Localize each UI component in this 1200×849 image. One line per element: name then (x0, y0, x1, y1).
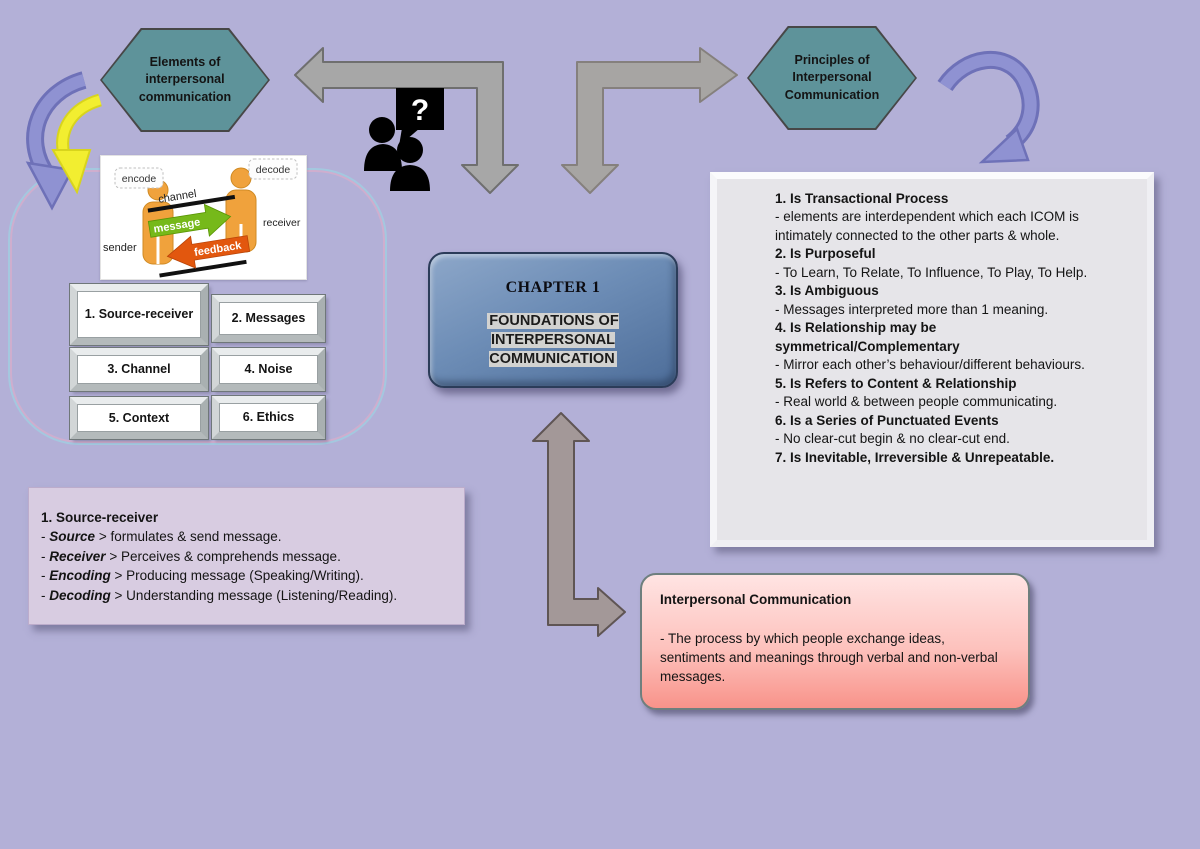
decode-label: decode (248, 158, 298, 180)
source-line: - Source > formulates & send message. (41, 529, 282, 545)
hexagon-principles: Principles of Interpersonal Communicatio… (747, 26, 917, 130)
receiver-label: receiver (263, 217, 301, 229)
encode-label: encode (114, 167, 164, 189)
element-box-label: 6. Ethics (242, 410, 295, 425)
element-box-channel: 3. Channel (69, 347, 209, 392)
principle-item: 4. Is Relationship may be symmetrical/Co… (775, 320, 1085, 373)
hexagon-elements-label: Elements of interpersonal communication (102, 30, 268, 130)
decoding-line: - Decoding > Understanding message (List… (41, 587, 398, 603)
element-box-label: 3. Channel (107, 362, 171, 377)
element-box-source-receiver: 1. Source-receiver (69, 283, 209, 346)
definition-body: - The process by which people exchange i… (660, 631, 998, 685)
definition-box: Interpersonal Communication - The proces… (640, 573, 1030, 710)
chapter-number: CHAPTER 1 (505, 279, 601, 296)
channel-line-top (147, 194, 236, 213)
principles-panel: 1. Is Transactional Process - elements a… (710, 172, 1154, 547)
encoding-line: - Encoding > Producing message (Speaking… (41, 568, 364, 584)
element-box-label: 4. Noise (244, 362, 293, 377)
chapter-title: FOUNDATIONS OF INTERPERSONAL COMMUNICATI… (487, 313, 619, 368)
hexagon-principles-label: Principles of Interpersonal Communicatio… (749, 28, 915, 128)
principle-item: 7. Is Inevitable, Irreversible & Unrepea… (775, 449, 1055, 465)
element-box-context: 5. Context (69, 396, 209, 440)
people-question-icon: ? (364, 88, 444, 191)
source-receiver-heading: 1. Source-receiver (41, 510, 159, 525)
chapter-box: CHAPTER 1 FOUNDATIONS OF INTERPERSONAL C… (428, 252, 678, 388)
element-box-ethics: 6. Ethics (211, 395, 326, 440)
message-arrow: message (147, 203, 232, 238)
svg-text:encode: encode (122, 173, 157, 185)
principle-item: 3. Is Ambiguous - Messages interpreted m… (775, 283, 1049, 317)
source-receiver-panel: 1. Source-receiver - Source > formulates… (28, 487, 465, 625)
communication-model-image: channel message feedback encode decode s… (100, 155, 307, 280)
hexagon-elements: Elements of interpersonal communication (100, 28, 270, 132)
element-box-label: 2. Messages (231, 311, 306, 326)
element-box-label: 5. Context (108, 410, 170, 425)
channel-label: channel (157, 188, 197, 206)
curved-arrow-right-purple (937, 50, 1040, 164)
receiver-line: - Receiver > Perceives & comprehends mes… (41, 548, 341, 564)
channel-line-bottom (159, 259, 247, 278)
bottom-elbow-arrow (532, 412, 626, 637)
svg-text:decode: decode (256, 164, 291, 176)
sender-label: sender (103, 242, 137, 254)
principle-item: 2. Is Purposeful - To Learn, To Relate, … (775, 246, 1088, 280)
element-box-messages: 2. Messages (211, 294, 326, 343)
question-mark: ? (411, 94, 429, 127)
definition-heading: Interpersonal Communication (660, 592, 852, 607)
feedback-arrow: feedback (166, 235, 251, 269)
principle-item: 6. Is a Series of Punctuated Events - No… (775, 412, 1010, 447)
element-box-label: 1. Source-receiver (84, 307, 194, 322)
principle-item: 5. Is Refers to Content & Relationship -… (775, 375, 1058, 410)
chapter-title-wrap: FOUNDATIONS OF INTERPERSONAL COMMUNICATI… (478, 312, 628, 369)
receiver-figure (225, 167, 257, 253)
element-box-noise: 4. Noise (211, 347, 326, 392)
principle-item: 1. Is Transactional Process - elements a… (775, 191, 1079, 243)
